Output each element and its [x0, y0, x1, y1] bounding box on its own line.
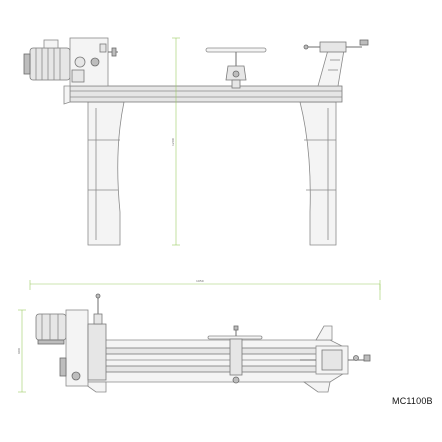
headstock-top-icon — [59, 293, 107, 387]
tailstock-icon — [303, 39, 369, 87]
tool-rest-icon — [205, 47, 267, 89]
depth-dimension: 600 — [17, 309, 26, 393]
bed — [63, 85, 343, 105]
right-leg — [299, 101, 337, 246]
motor-top-icon — [35, 313, 67, 345]
height-dimension-label: 1200 — [171, 138, 175, 146]
motor-icon — [23, 39, 71, 81]
top-view: 1950 600 — [17, 279, 381, 393]
depth-dimension-label: 600 — [17, 348, 21, 354]
left-leg — [87, 101, 125, 246]
tailstock-top-icon — [300, 345, 371, 375]
headstock-icon — [69, 37, 118, 87]
model-label: MC1100B — [392, 396, 433, 406]
width-dimension-label: 1950 — [196, 279, 204, 283]
tool-rest-top-icon — [207, 325, 263, 384]
front-view: 1200 — [23, 37, 369, 246]
height-dimension: 1200 — [171, 37, 180, 246]
width-dimension: 1950 — [29, 279, 381, 300]
